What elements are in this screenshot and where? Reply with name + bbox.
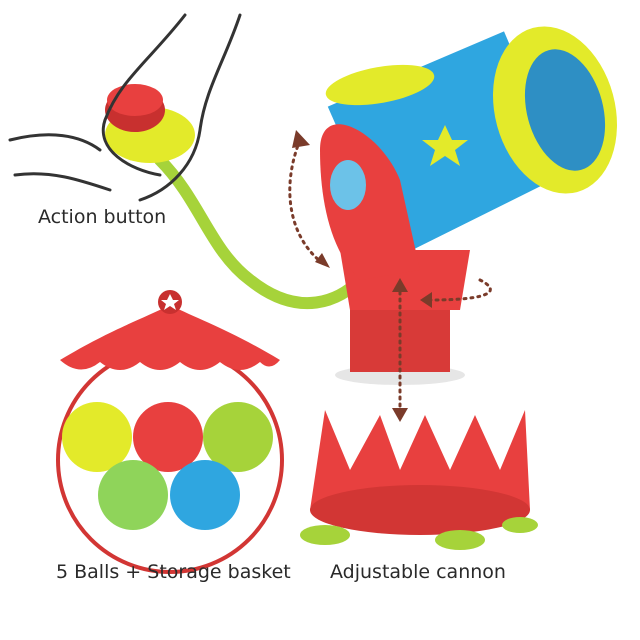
cannon-barrel — [320, 26, 617, 280]
ball-red — [133, 402, 203, 472]
adjust-arrows — [288, 138, 492, 417]
action-button-device — [105, 84, 195, 163]
balls-basket-label: 5 Balls + Storage basket — [56, 561, 291, 583]
action-button-label: Action button — [38, 206, 167, 228]
ball-green — [203, 402, 273, 472]
cannon-base — [300, 410, 538, 550]
ball-yellow — [62, 402, 132, 472]
ball-green — [98, 460, 168, 530]
arrow-heads — [292, 130, 432, 422]
storage-basket — [56, 290, 284, 574]
hand-outline — [8, 13, 242, 202]
balls — [62, 402, 273, 530]
cannon-label: Adjustable cannon — [330, 561, 506, 583]
ball-blue — [170, 460, 240, 530]
star-icon — [422, 125, 468, 166]
star-icon — [161, 294, 179, 310]
hose — [154, 154, 366, 310]
